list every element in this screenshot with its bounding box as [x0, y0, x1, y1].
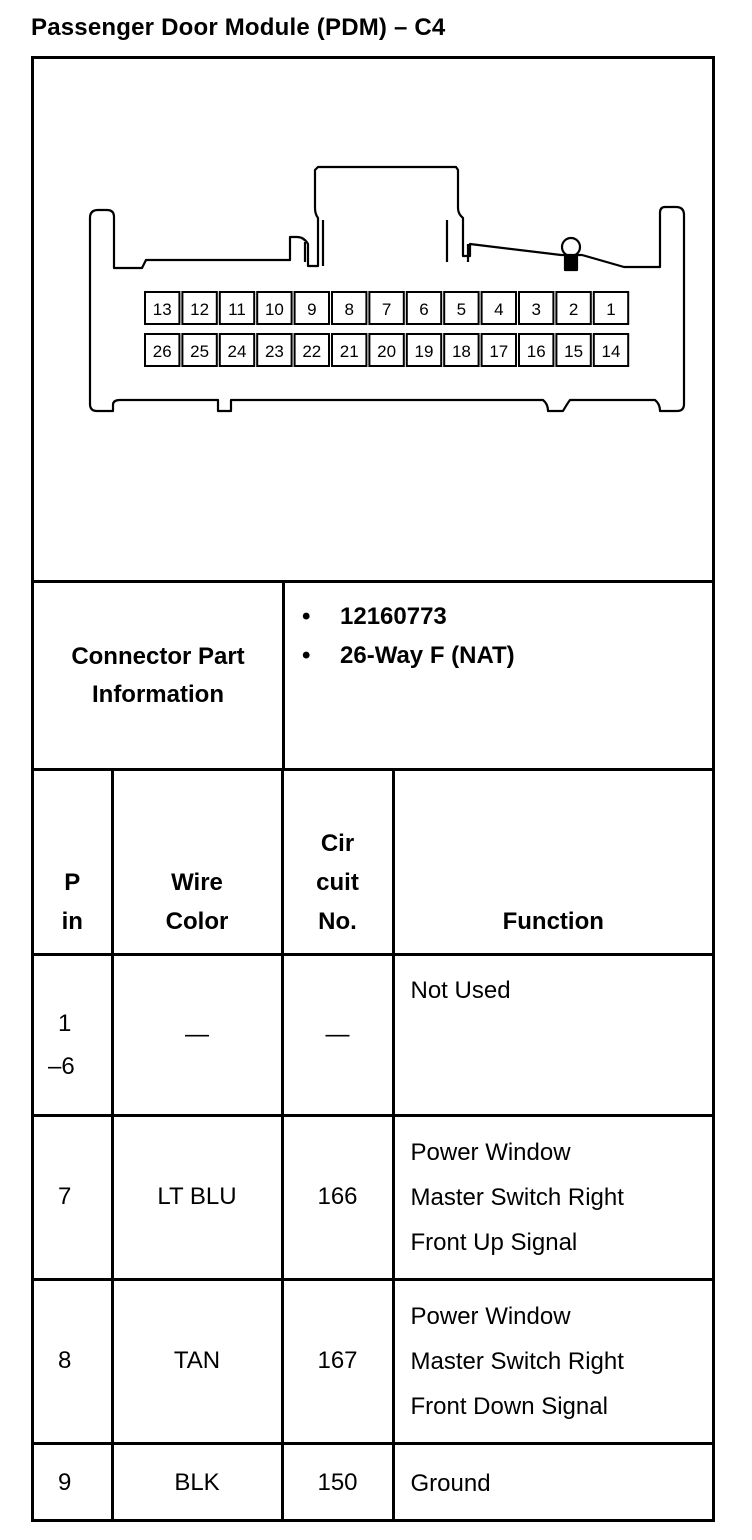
pin-cavity [405, 333, 443, 367]
pin-cavity [331, 291, 368, 325]
pin-number-label: 14 [602, 342, 621, 361]
bullet-icon: • [302, 603, 311, 630]
table-row: 1–6 — — Not Used [34, 952, 712, 1117]
pin-cavity [331, 333, 368, 367]
pin-number-label: 5 [457, 300, 466, 319]
part-info-label-line2: Information [91, 680, 224, 708]
pin-cell: 7 [34, 1113, 114, 1281]
pin-number-label: 11 [228, 300, 246, 319]
pin-cavity [144, 291, 181, 325]
pin-number-label: 12 [190, 300, 209, 319]
pin-number-label: 8 [344, 300, 353, 319]
header-function: Function [391, 768, 712, 956]
pin-cavity [293, 333, 331, 367]
pin-number-label: 26 [153, 342, 172, 361]
pin-number-label: 7 [382, 300, 391, 319]
pin-number-label: 1 [606, 300, 615, 319]
pin-cavity [218, 333, 256, 367]
pin-number-label: 13 [153, 300, 172, 319]
pin-cavity [405, 291, 443, 325]
pin-cavity [480, 333, 518, 367]
latch-left [303, 220, 325, 266]
wire-color-cell: BLK [110, 1441, 284, 1522]
wire-color-cell: TAN [110, 1277, 284, 1445]
wire-color-cell: — [110, 952, 284, 1117]
pin-number-label: 4 [494, 300, 503, 319]
latch-right [445, 220, 470, 262]
part-info-item: • 12160773 [302, 597, 515, 636]
pin-cavity [555, 291, 592, 325]
pin-number-label: 10 [265, 300, 284, 319]
circuit-cell: 167 [280, 1277, 395, 1445]
pin-cavity [144, 333, 181, 367]
circuit-cell: 150 [280, 1441, 395, 1522]
pin-number-label: 22 [302, 342, 321, 361]
pin-number-label: 20 [377, 342, 396, 361]
pin-cavity [181, 291, 218, 325]
circuit-cell: — [280, 952, 395, 1117]
table-row: 9 BLK 150 Ground [34, 1441, 712, 1522]
pin-cavity [181, 333, 218, 367]
pin-cavity [368, 291, 405, 325]
part-number: 12160773 [340, 603, 447, 630]
pin-cavity [443, 291, 480, 325]
part-info-label-line1: Connector Part [71, 642, 245, 670]
wire-color-cell: LT BLU [110, 1113, 284, 1281]
pin-cavity [592, 333, 630, 367]
part-info-list: • 12160773 • 26-Way F (NAT) [302, 597, 515, 675]
pin-number-label: 6 [419, 300, 428, 319]
pin-number-label: 16 [527, 342, 546, 361]
pin-cell: 9 [34, 1441, 114, 1522]
pin-cavity [256, 291, 293, 325]
pin-cavity [480, 291, 518, 325]
pin-cavity [443, 333, 480, 367]
pin-number-label: 19 [415, 342, 434, 361]
pin-number-label: 21 [340, 342, 359, 361]
pin-number-label: 25 [190, 342, 209, 361]
pin-cavity [518, 291, 555, 325]
function-cell: Not Used [391, 952, 712, 1117]
pin-cavity [368, 333, 405, 367]
pin-number-label: 17 [489, 342, 508, 361]
pin-number-label: 2 [569, 300, 578, 319]
pin-number-label: 15 [564, 342, 583, 361]
pin-number-label: 9 [307, 300, 316, 319]
connector-housing-outline [88, 165, 686, 413]
page-title: Passenger Door Module (PDM) – C4 [31, 14, 446, 41]
pin-number-label: 23 [265, 342, 284, 361]
pin-cavity [218, 291, 256, 325]
bullet-icon: • [302, 642, 311, 669]
part-info-label: Connector Part Information [34, 583, 285, 768]
connector-type: 26-Way F (NAT) [340, 642, 515, 669]
key-post-base [563, 254, 579, 272]
pin-cavity [592, 291, 630, 325]
pin-number-label: 3 [531, 300, 540, 319]
pin-cell: 1–6 [34, 952, 114, 1117]
pin-number-label: 24 [228, 342, 247, 361]
pin-cavity [256, 333, 293, 367]
part-info-item: • 26-Way F (NAT) [302, 636, 515, 675]
pin-number-label: 18 [452, 342, 471, 361]
pin-cell: 8 [34, 1277, 114, 1445]
function-cell: Ground [391, 1441, 712, 1522]
connector-part-information: Connector Part Information • 12160773 • 26… [34, 583, 712, 771]
key-post [560, 236, 582, 258]
pin-cavity [293, 291, 331, 325]
pin-cavity [555, 333, 592, 367]
circuit-cell: 166 [280, 1113, 395, 1281]
pin-cavity [518, 333, 555, 367]
